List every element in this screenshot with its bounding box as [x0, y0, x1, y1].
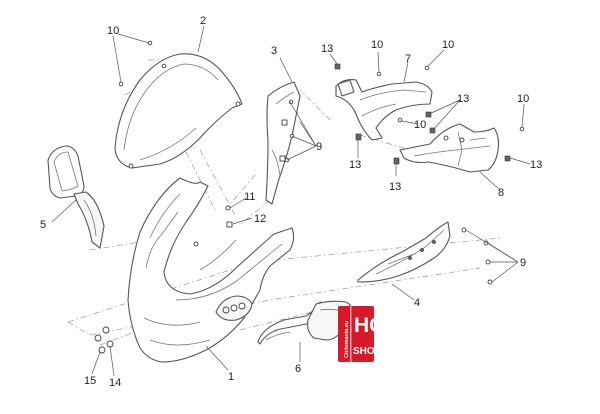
- callout-13: 13: [457, 93, 469, 105]
- callout-7: 7: [405, 53, 411, 65]
- callout-12: 12: [254, 213, 266, 225]
- callout-numbers: 10 2 3 13 10 7 10 13 10 10 9 13 13 13 8 …: [40, 15, 542, 389]
- callout-leader-lines: [51, 25, 531, 377]
- windscreen-part: [114, 53, 243, 169]
- logo-sub-text: SHOP: [353, 346, 382, 357]
- logo-main-text: HC: [354, 314, 384, 337]
- callout-15: 15: [84, 375, 96, 387]
- callout-4: 4: [414, 297, 420, 309]
- callout-1: 1: [228, 371, 234, 383]
- callout-10: 10: [414, 119, 426, 131]
- left-mirror-part: [47, 145, 105, 249]
- callout-3: 3: [271, 45, 277, 57]
- callout-5: 5: [40, 219, 46, 231]
- lower-bracket-part: [399, 123, 500, 173]
- callout-13: 13: [349, 159, 361, 171]
- callout-13: 13: [321, 43, 333, 55]
- upper-bracket-part: [335, 79, 433, 141]
- hc-shop-logo: HC SHOP Ciclomania.eu: [338, 306, 384, 362]
- callout-11: 11: [244, 191, 255, 203]
- callout-8: 8: [498, 187, 504, 199]
- logo-background: [338, 306, 374, 362]
- callout-10: 10: [371, 39, 383, 51]
- hardware-fasteners: [94, 40, 525, 354]
- callout-2: 2: [200, 15, 206, 27]
- inner-side-panel-part: [265, 81, 301, 205]
- logo-vertical-text: Ciclomania.eu: [344, 321, 350, 358]
- side-fairing-part: [357, 221, 451, 283]
- callout-6: 6: [295, 363, 301, 375]
- callout-9: 9: [520, 257, 526, 269]
- callout-10: 10: [107, 25, 119, 37]
- front-fairing-part: [127, 177, 295, 363]
- callout-13: 13: [389, 181, 401, 193]
- callout-14: 14: [109, 377, 121, 389]
- callout-10: 10: [442, 39, 454, 51]
- callout-10: 10: [517, 93, 529, 105]
- callout-9: 9: [316, 141, 322, 153]
- callout-13: 13: [530, 159, 542, 171]
